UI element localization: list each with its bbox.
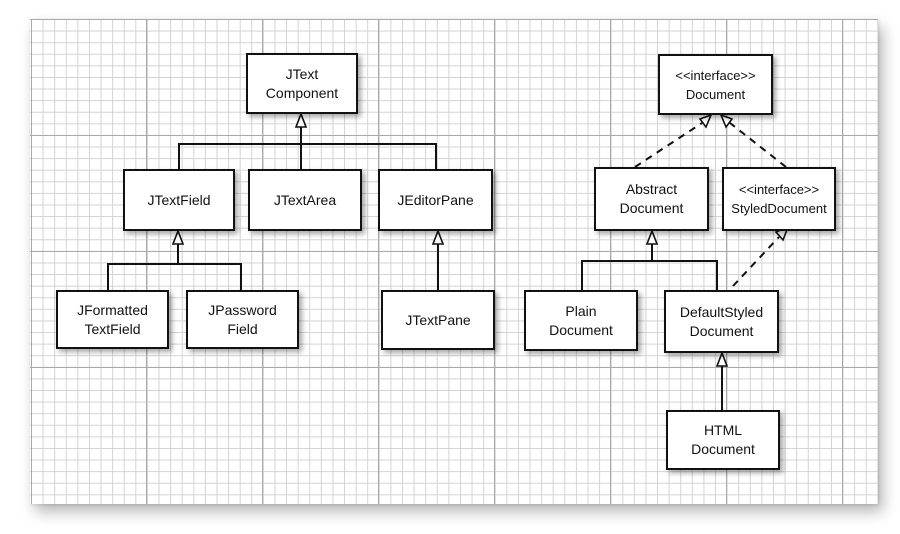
edge-defaultstyled-implements-styled: [732, 236, 780, 287]
edge-abstractdocument-children: [581, 260, 718, 290]
edge-styled-extends-document: [729, 122, 787, 168]
arrowhead-jtextcomponent: [294, 111, 308, 128]
edge-jtextcomponent-children: [178, 143, 437, 169]
arrowhead-document-left: [698, 113, 713, 129]
class-defaultstyleddocument: DefaultStyled Document: [664, 290, 779, 353]
arrowhead-jtextfield: [171, 228, 185, 245]
interface-styleddocument: <<interface>> StyledDocument: [722, 167, 836, 231]
class-jformattedtextfield: JFormatted TextField: [56, 290, 169, 349]
class-jtextfield: JTextField: [123, 169, 235, 231]
arrowhead-abstractdocument: [645, 228, 659, 245]
class-jtextarea: JTextArea: [248, 169, 362, 231]
class-jpasswordfield: JPassword Field: [186, 290, 299, 349]
class-jeditorpane: JEditorPane: [378, 169, 493, 231]
class-htmldocument: HTML Document: [666, 410, 780, 470]
class-jtextpane: JTextPane: [381, 290, 495, 350]
class-abstractdocument: Abstract Document: [594, 167, 709, 231]
edge-abstract-implements-document: [634, 122, 703, 168]
arrowhead-defaultstyled: [715, 350, 729, 367]
interface-document: <<interface>> Document: [658, 54, 773, 115]
class-plaindocument: Plain Document: [524, 290, 638, 351]
arrowhead-document-right: [719, 113, 734, 129]
class-jtextcomponent: JText Component: [246, 53, 358, 114]
arrowhead-jeditorpane: [431, 228, 445, 245]
edge-jtextfield-children: [107, 263, 242, 290]
